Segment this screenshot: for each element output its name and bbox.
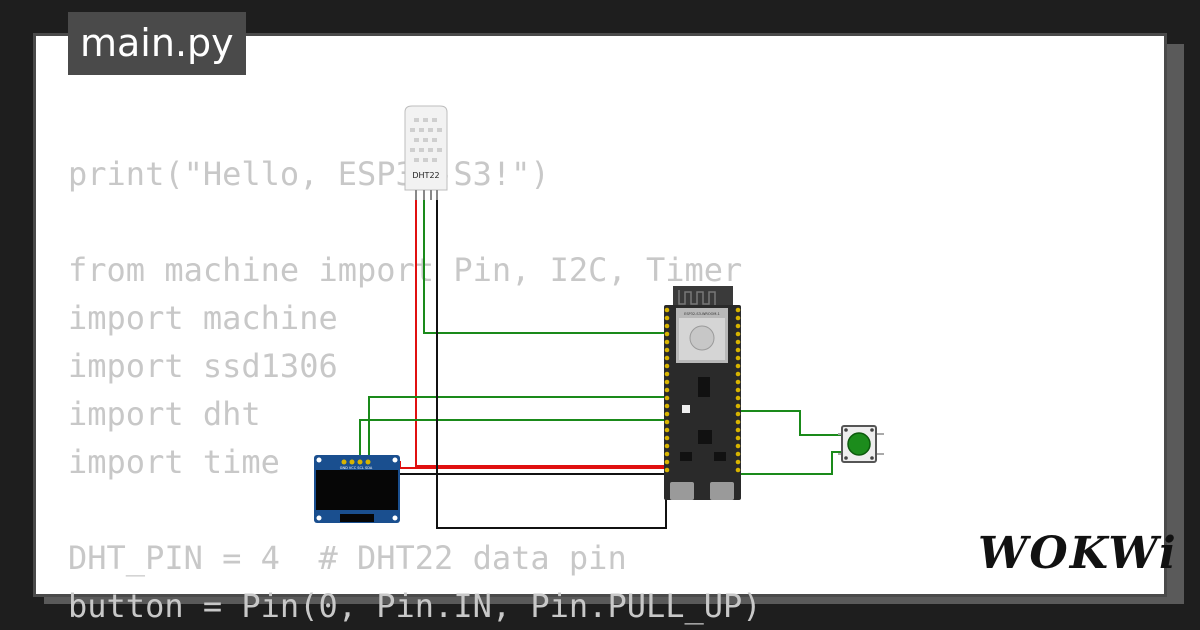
oled-pin-labels: GND VCC SCL SDA [340,466,373,470]
code-line: from machine import Pin, I2C, Timer [68,251,743,289]
code-preview: print("Hello, ESP32-S3!")from machine im… [68,36,762,630]
wire-black-gnd-dht [436,198,667,529]
code-line: DHT_PIN = 4 # DHT22 data pin [68,539,627,577]
oled-display[interactable]: GND VCC SCL SDA [314,455,400,523]
push-button[interactable] [838,425,884,463]
wire-red-vcc [415,198,666,467]
code-line: import machine [68,299,338,337]
project-preview-card: print("Hello, ESP32-S3!")from machine im… [33,33,1167,625]
wires [359,198,842,529]
file-tab[interactable]: main.py [68,12,246,75]
dht22-sensor[interactable]: DHT22 [404,105,448,200]
code-line: import ssd1306 [68,347,338,385]
code-line: button = Pin(0, Pin.IN, Pin.PULL_UP) [68,587,762,625]
wire-green-btn1 [738,410,842,436]
wire-green-btn2 [738,451,842,475]
esp32-s3-board[interactable]: ESP32-S3-WROOM-1 [664,286,741,500]
dht-label: DHT22 [412,171,439,180]
code-line: import dht [68,395,261,433]
esp-module-label: ESP32-S3-WROOM-1 [684,312,720,316]
code-line: import time [68,443,280,481]
esp-pin-headers [664,307,741,473]
wokwi-logo: WOKWi [978,528,1178,579]
wire-green-sda [368,396,666,458]
wire-green-scl [359,419,666,458]
wire-green-dht [423,198,666,334]
